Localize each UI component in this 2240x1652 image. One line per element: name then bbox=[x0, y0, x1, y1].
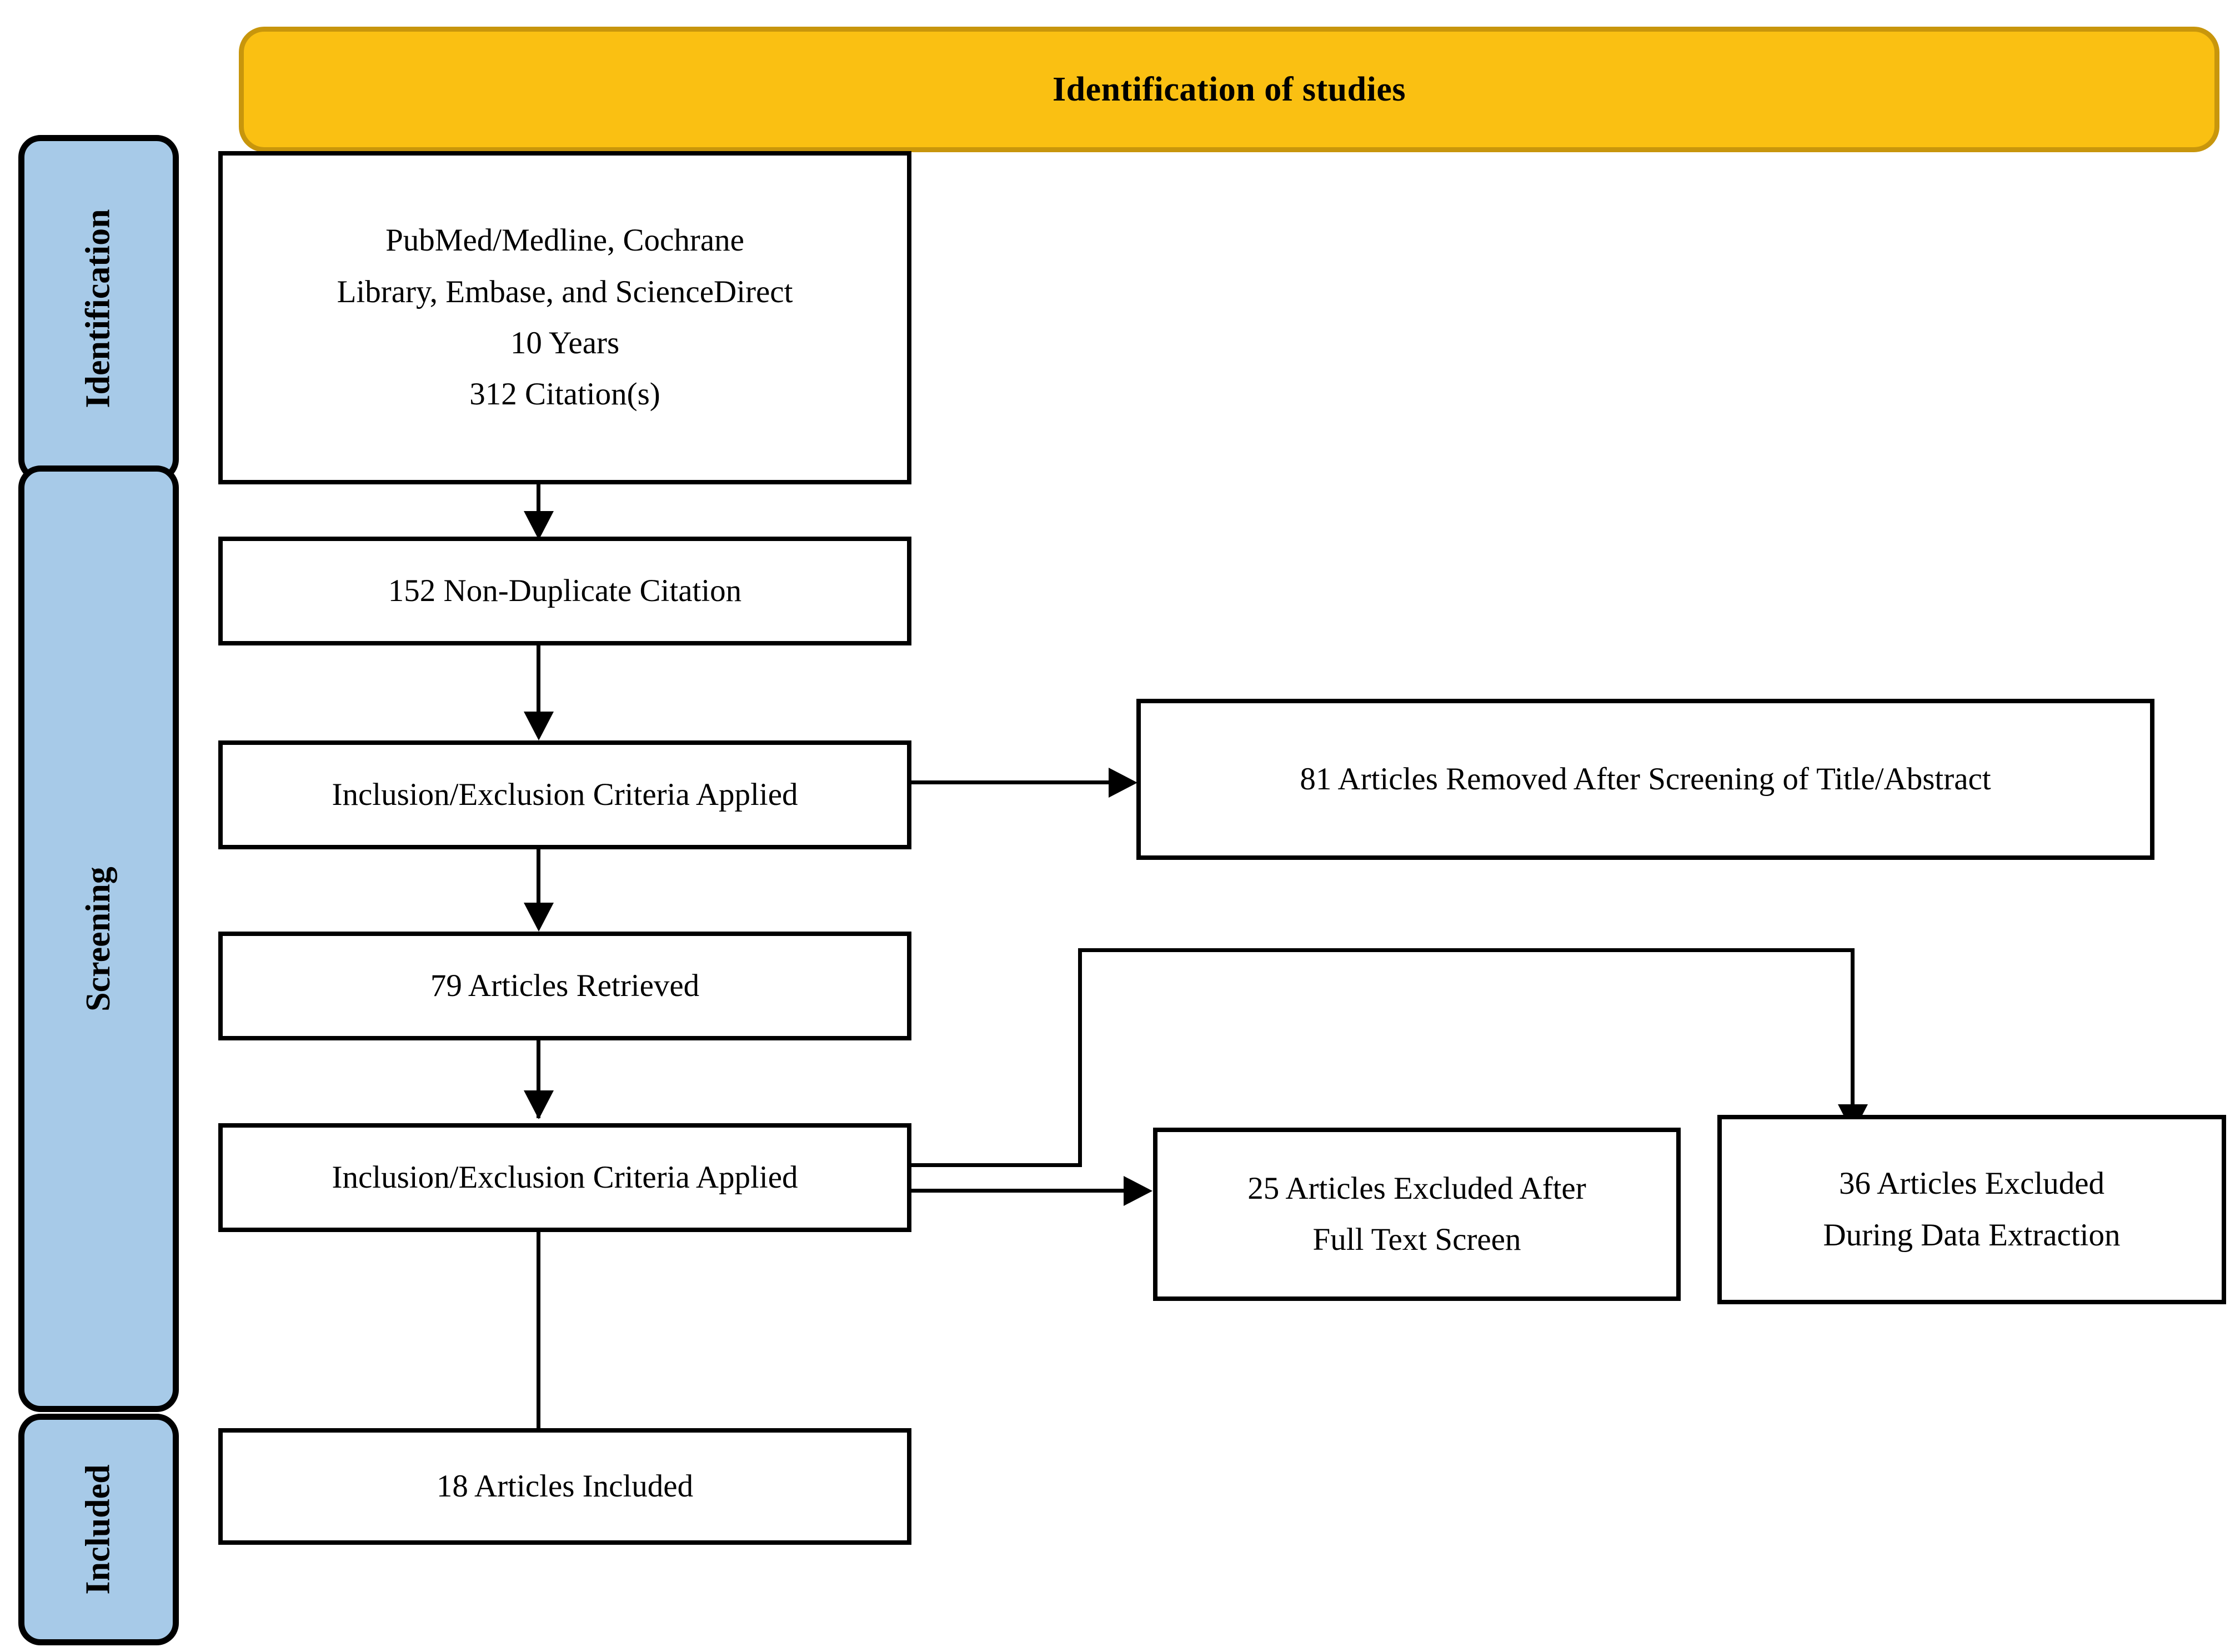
box-sources: PubMed/Medline, Cochrane Library, Embase… bbox=[218, 151, 911, 484]
connector-criteria1-to-retrieved bbox=[537, 849, 540, 927]
arrowhead-retrieved-to-criteria2 bbox=[524, 1090, 554, 1119]
identification-banner: Identification of studies bbox=[239, 27, 2219, 152]
banner-title: Identification of studies bbox=[1053, 70, 1406, 108]
phase-screening: Screening bbox=[18, 465, 179, 1412]
excluded-full-line-1: 25 Articles Excluded After bbox=[1247, 1170, 1586, 1206]
connector-criteria2-elbow-horizontal-upper bbox=[1078, 948, 1855, 952]
arrowhead-sources-to-nonduplicate bbox=[524, 511, 554, 540]
phase-label-screening: Screening bbox=[79, 866, 117, 1012]
sources-line-2: Library, Embase, and ScienceDirect bbox=[337, 274, 793, 309]
excluded-data-line-1: 36 Articles Excluded bbox=[1838, 1166, 2105, 1202]
connector-nonduplicate-to-criteria1 bbox=[537, 645, 540, 724]
box-articles-included: 18 Articles Included bbox=[218, 1428, 911, 1545]
phase-identification: Identification bbox=[18, 135, 179, 482]
connector-criteria2-elbow-vertical-down bbox=[1851, 948, 1855, 1122]
connector-criteria2-to-excluded-fulltext bbox=[911, 1189, 1136, 1193]
connector-criteria2-to-included bbox=[537, 1232, 540, 1468]
box-excluded-after-full-text: 25 Articles Excluded After Full Text Scr… bbox=[1153, 1128, 1681, 1301]
arrowhead-nonduplicate-to-criteria1 bbox=[524, 712, 554, 740]
phase-label-identification: Identification bbox=[79, 208, 118, 408]
box-removed-after-title-abstract: 81 Articles Removed After Screening of T… bbox=[1136, 699, 2154, 860]
arrowhead-criteria1-to-retrieved bbox=[524, 903, 554, 932]
retrieved-line-1: 79 Articles Retrieved bbox=[430, 968, 700, 1003]
connector-sources-to-nonduplicate bbox=[537, 484, 540, 519]
included-line-1: 18 Articles Included bbox=[436, 1468, 694, 1504]
box-excluded-during-data-extraction: 36 Articles Excluded During Data Extract… bbox=[1717, 1115, 2226, 1304]
connector-criteria1-to-removed bbox=[911, 780, 1121, 784]
connector-criteria2-elbow-vertical-up bbox=[1078, 948, 1082, 1167]
box-criteria-applied-1: Inclusion/Exclusion Criteria Applied bbox=[218, 740, 911, 849]
connector-retrieved-to-criteria2 bbox=[537, 1040, 540, 1118]
box-criteria-applied-2: Inclusion/Exclusion Criteria Applied bbox=[218, 1123, 911, 1232]
sources-line-4: 312 Citation(s) bbox=[469, 377, 660, 412]
phase-included: Included bbox=[18, 1414, 179, 1645]
connector-criteria2-elbow-horizontal-lower bbox=[911, 1163, 1082, 1167]
non-duplicate-line-1: 152 Non-Duplicate Citation bbox=[388, 573, 742, 608]
box-non-duplicate-citation: 152 Non-Duplicate Citation bbox=[218, 537, 911, 645]
criteria2-line-1: Inclusion/Exclusion Criteria Applied bbox=[332, 1159, 798, 1195]
sources-line-3: 10 Years bbox=[510, 326, 620, 361]
removed-title-line-1: 81 Articles Removed After Screening of T… bbox=[1300, 761, 1991, 797]
excluded-full-line-2: Full Text Screen bbox=[1312, 1222, 1521, 1257]
arrowhead-criteria1-to-removed bbox=[1109, 768, 1137, 798]
box-articles-retrieved: 79 Articles Retrieved bbox=[218, 932, 911, 1040]
phase-label-included: Included bbox=[79, 1464, 117, 1595]
sources-line-1: PubMed/Medline, Cochrane bbox=[385, 223, 744, 258]
criteria1-line-1: Inclusion/Exclusion Criteria Applied bbox=[332, 777, 798, 812]
excluded-data-line-2: During Data Extraction bbox=[1823, 1217, 2121, 1253]
arrowhead-criteria2-to-excluded-fulltext bbox=[1124, 1176, 1152, 1206]
